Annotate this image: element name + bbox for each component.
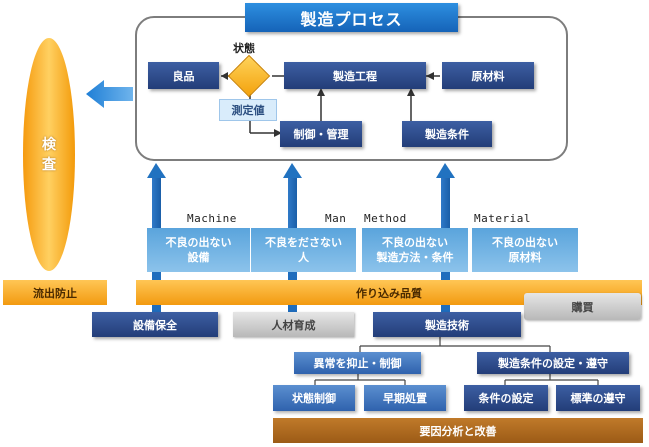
pillar-material: 不良の出ない 原材料 (472, 228, 578, 272)
category-man: Man (325, 212, 347, 225)
equipment-maintenance-box: 設備保全 (92, 312, 218, 337)
anomaly-suppression-box: 異常を抑止・制御 (294, 352, 421, 374)
outflow-prevention-bar: 流出防止 (3, 280, 107, 305)
state-label: 状態 (233, 42, 255, 55)
pillar-method: 不良の出ない 製造方法・条件 (362, 228, 468, 272)
measured-value-box: 測定値 (219, 99, 277, 121)
category-machine: Machine (187, 212, 237, 225)
manufacturing-conditions-box: 製造条件 (402, 121, 492, 147)
root-cause-analysis-bar: 要因分析と改善 (273, 418, 643, 443)
good-product-box: 良品 (148, 62, 219, 89)
condition-setting-compliance-box: 製造条件の設定・遵守 (477, 352, 629, 374)
category-method: Method (364, 212, 407, 225)
human-resource-development-box: 人材育成 (233, 312, 354, 337)
control-management-box: 制御・管理 (280, 121, 362, 147)
process-title: 製造プロセス (245, 3, 458, 32)
manufacturing-technology-box: 製造技術 (373, 312, 521, 337)
condition-set-box: 条件の設定 (464, 385, 548, 411)
purchasing-box: 購買 (524, 293, 641, 320)
inspection-ellipse: 検 査 (23, 38, 75, 271)
standard-compliance-box: 標準の遵守 (556, 385, 640, 411)
early-handling-box: 早期処置 (364, 385, 446, 411)
manufacturing-process-box: 製造工程 (284, 62, 426, 89)
pillar-equipment: 不良の出ない 設備 (147, 228, 250, 272)
pillar-people: 不良をださない 人 (251, 228, 356, 272)
state-control-box: 状態制御 (273, 385, 355, 411)
inspection-arrow (86, 80, 133, 108)
raw-material-box: 原材料 (442, 62, 534, 89)
category-material: Material (474, 212, 531, 225)
